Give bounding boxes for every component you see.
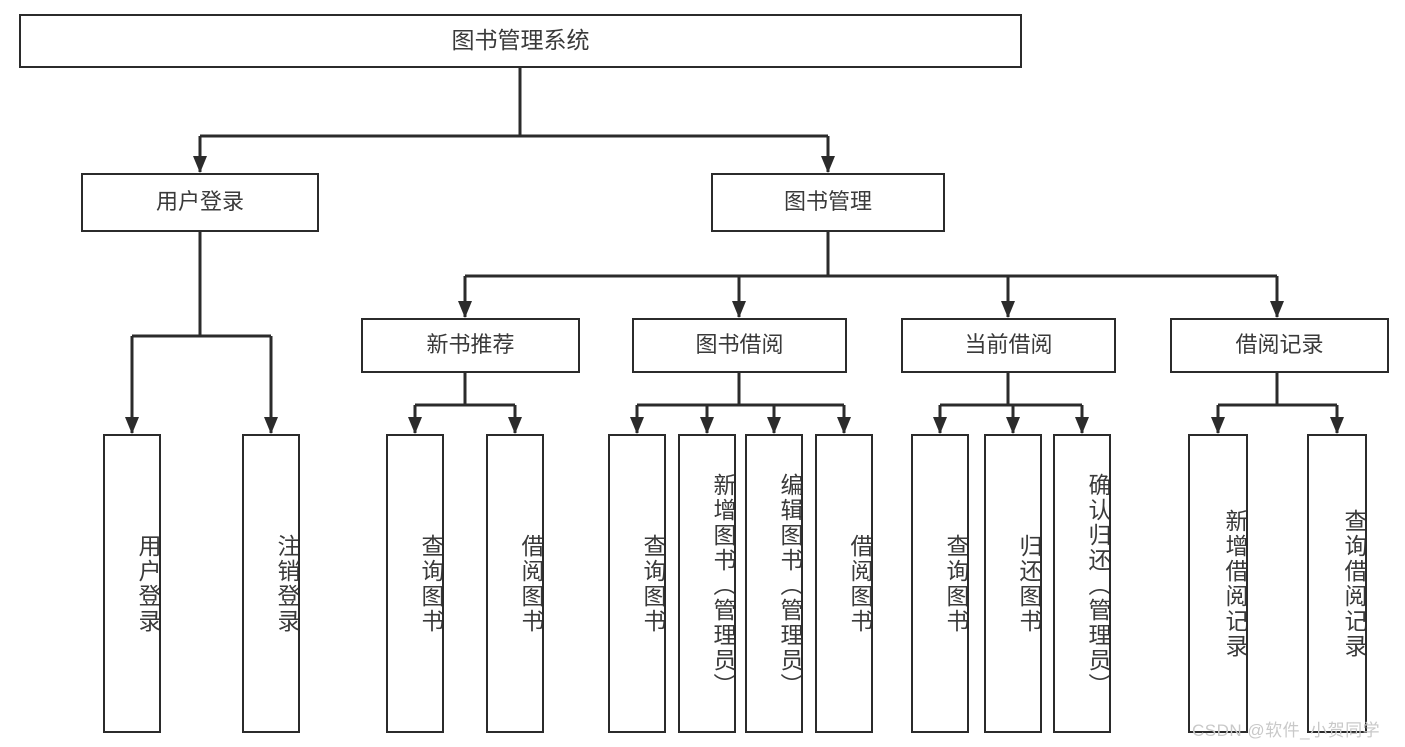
node-branch-user-login[interactable]: 用户登录 bbox=[81, 173, 319, 232]
node-label: 用户登录 bbox=[135, 533, 161, 634]
node-leaf-leaf-add-book[interactable]: 新增图书（管理员） bbox=[678, 434, 736, 733]
node-leaf-leaf-query-book-3[interactable]: 查询图书 bbox=[911, 434, 969, 733]
node-leaf-leaf-query-record[interactable]: 查询借阅记录 bbox=[1307, 434, 1367, 733]
node-branch-book-borrow[interactable]: 图书借阅 bbox=[632, 318, 847, 373]
node-leaf-leaf-user-logout[interactable]: 注销登录 bbox=[242, 434, 300, 733]
node-leaf-leaf-query-book-2[interactable]: 查询图书 bbox=[608, 434, 666, 733]
node-leaf-leaf-user-login[interactable]: 用户登录 bbox=[103, 434, 161, 733]
node-leaf-leaf-borrow-book-1[interactable]: 借阅图书 bbox=[486, 434, 544, 733]
node-leaf-leaf-edit-book[interactable]: 编辑图书（管理员） bbox=[745, 434, 803, 733]
node-branch-borrow-record[interactable]: 借阅记录 bbox=[1170, 318, 1389, 373]
node-branch-new-book-recommend[interactable]: 新书推荐 bbox=[361, 318, 580, 373]
node-leaf-leaf-query-book-1[interactable]: 查询图书 bbox=[386, 434, 444, 733]
node-label: 归还图书 bbox=[1016, 533, 1042, 634]
node-label: 当前借阅 bbox=[964, 332, 1053, 358]
node-label: 借阅记录 bbox=[1235, 332, 1324, 358]
node-branch-book-manage[interactable]: 图书管理 bbox=[711, 173, 945, 232]
node-leaf-leaf-return-book[interactable]: 归还图书 bbox=[984, 434, 1042, 733]
node-label: 新增图书（管理员） bbox=[710, 473, 736, 698]
node-label: 查询图书 bbox=[418, 533, 444, 634]
node-label: 查询借阅记录 bbox=[1341, 508, 1367, 659]
node-label: 确认归还（管理员） bbox=[1085, 473, 1111, 698]
node-branch-current-borrow[interactable]: 当前借阅 bbox=[901, 318, 1116, 373]
node-label: 图书借阅 bbox=[695, 332, 784, 358]
node-label: 新增借阅记录 bbox=[1222, 508, 1248, 659]
node-label: 图书管理系统 bbox=[451, 27, 590, 54]
node-root-system[interactable]: 图书管理系统 bbox=[19, 14, 1022, 68]
node-label: 查询图书 bbox=[640, 533, 666, 634]
node-label: 新书推荐 bbox=[426, 332, 515, 358]
node-label: 注销登录 bbox=[274, 533, 300, 634]
node-label: 图书管理 bbox=[783, 189, 872, 215]
csdn-watermark: CSDN @软件_小贺同学 bbox=[1192, 721, 1381, 740]
node-leaf-leaf-borrow-book-2[interactable]: 借阅图书 bbox=[815, 434, 873, 733]
node-leaf-leaf-add-record[interactable]: 新增借阅记录 bbox=[1188, 434, 1248, 733]
node-label: 借阅图书 bbox=[518, 533, 544, 634]
node-label: 借阅图书 bbox=[847, 533, 873, 634]
node-label: 用户登录 bbox=[155, 189, 244, 215]
node-label: 查询图书 bbox=[943, 533, 969, 634]
node-leaf-leaf-confirm-return[interactable]: 确认归还（管理员） bbox=[1053, 434, 1111, 733]
node-label: 编辑图书（管理员） bbox=[777, 473, 803, 698]
